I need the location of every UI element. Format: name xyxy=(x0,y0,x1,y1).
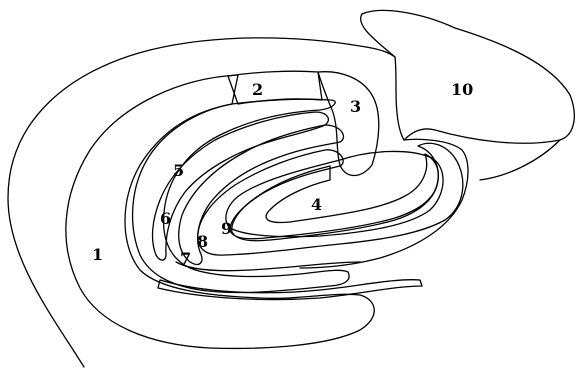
region-1-shape xyxy=(66,75,374,348)
label-4: 4 xyxy=(311,195,322,214)
label-6: 6 xyxy=(160,209,171,228)
label-2: 2 xyxy=(252,80,263,99)
fimbria-connection xyxy=(300,139,468,268)
label-7: 7 xyxy=(180,249,191,268)
label-1: 1 xyxy=(92,245,103,264)
region-8-shape xyxy=(198,143,463,255)
label-9: 9 xyxy=(221,219,232,238)
label-5: 5 xyxy=(173,161,184,180)
fimbria-lower-edge xyxy=(480,140,560,180)
label-3: 3 xyxy=(350,97,361,116)
label-10: 10 xyxy=(451,80,473,99)
label-8: 8 xyxy=(197,232,208,251)
region-4-shape xyxy=(226,151,443,236)
region-10-shape xyxy=(361,10,575,143)
outer-cortex-outline xyxy=(8,38,395,367)
